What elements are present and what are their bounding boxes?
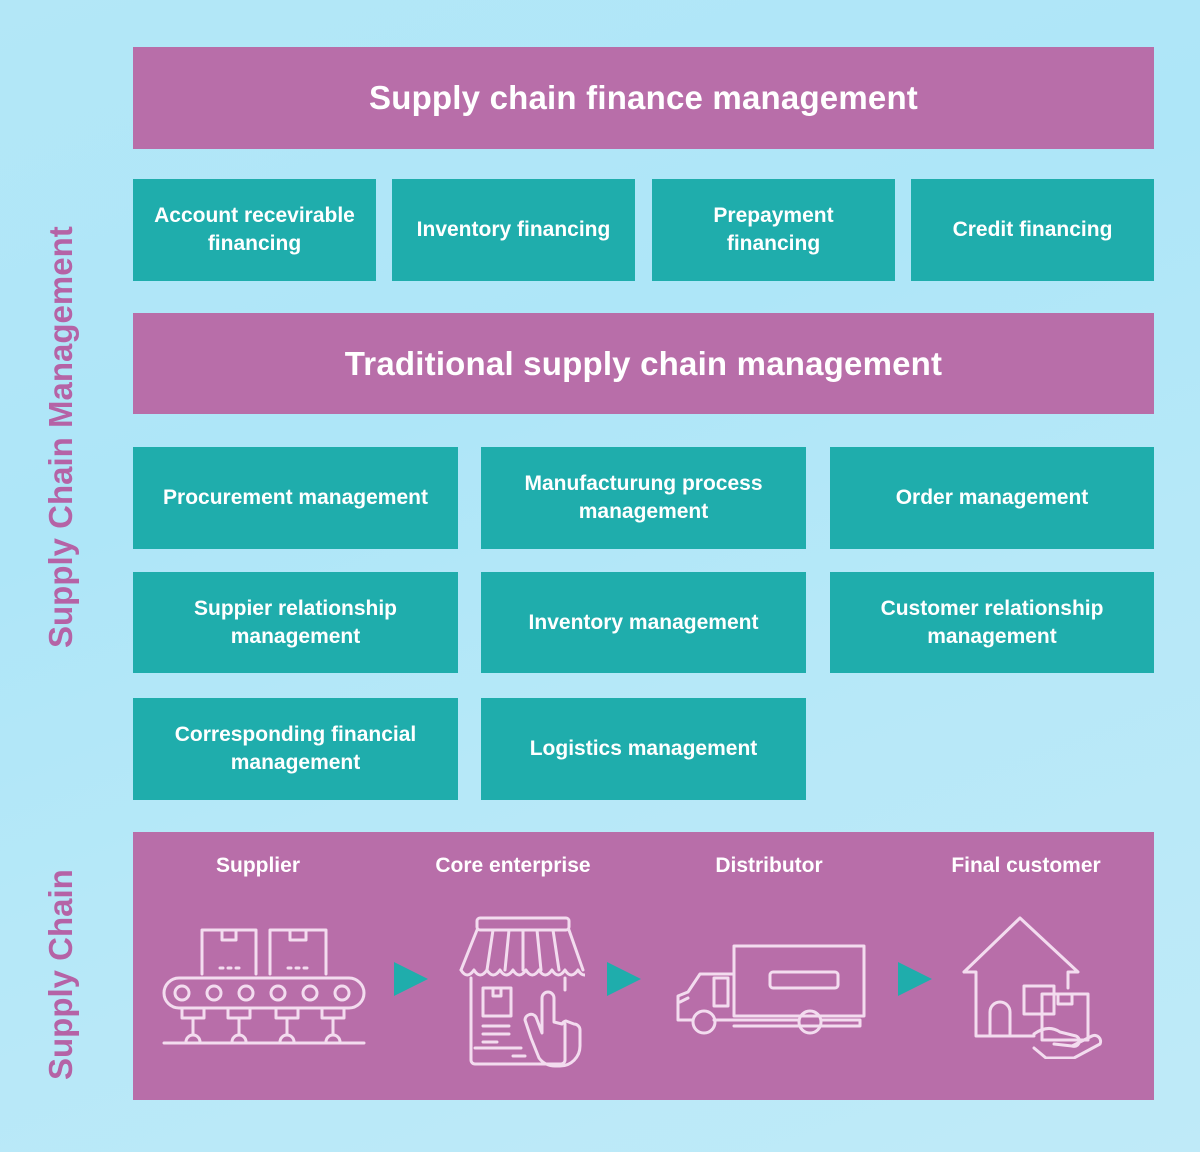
house-delivery-icon <box>960 914 1110 1059</box>
finance-item-account-receivable: Account recevirable financing <box>133 179 376 281</box>
tsm-item-order: Order management <box>830 447 1154 549</box>
tsm-item-procurement: Procurement management <box>133 447 458 549</box>
arrow-right-icon <box>394 962 428 996</box>
finance-banner: Supply chain finance management <box>133 47 1154 149</box>
finance-item-credit: Credit financing <box>911 179 1154 281</box>
arrow-right-icon <box>898 962 932 996</box>
traditional-banner: Traditional supply chain management <box>133 313 1154 414</box>
finance-item-prepayment: Prepayment financing <box>652 179 895 281</box>
arrow-right-icon <box>607 962 641 996</box>
tsm-item-manufacturing: Manufacturung process management <box>481 447 806 549</box>
tsm-item-logistics: Logistics management <box>481 698 806 800</box>
stage-label-distributor: Distributor <box>715 854 823 877</box>
conveyor-belt-icon <box>160 922 370 1052</box>
side-label-supply-chain: Supply Chain <box>42 869 79 1080</box>
stage-label-core-enterprise: Core enterprise <box>435 854 591 877</box>
truck-icon <box>670 940 870 1040</box>
tsm-item-financial: Corresponding financial management <box>133 698 458 800</box>
stage-label-supplier: Supplier <box>215 854 300 877</box>
tsm-item-customer-relationship: Customer relationship management <box>830 572 1154 673</box>
side-label-supply-chain-management: Supply Chain Management <box>42 226 79 648</box>
shop-tablet-icon <box>455 912 585 1072</box>
tsm-item-inventory: Inventory management <box>481 572 806 673</box>
tsm-item-supplier-relationship: Suppier relationship management <box>133 572 458 673</box>
finance-item-inventory: Inventory financing <box>392 179 635 281</box>
stage-label-final-customer: Final customer <box>951 854 1101 877</box>
supply-chain-panel <box>133 832 1154 1100</box>
